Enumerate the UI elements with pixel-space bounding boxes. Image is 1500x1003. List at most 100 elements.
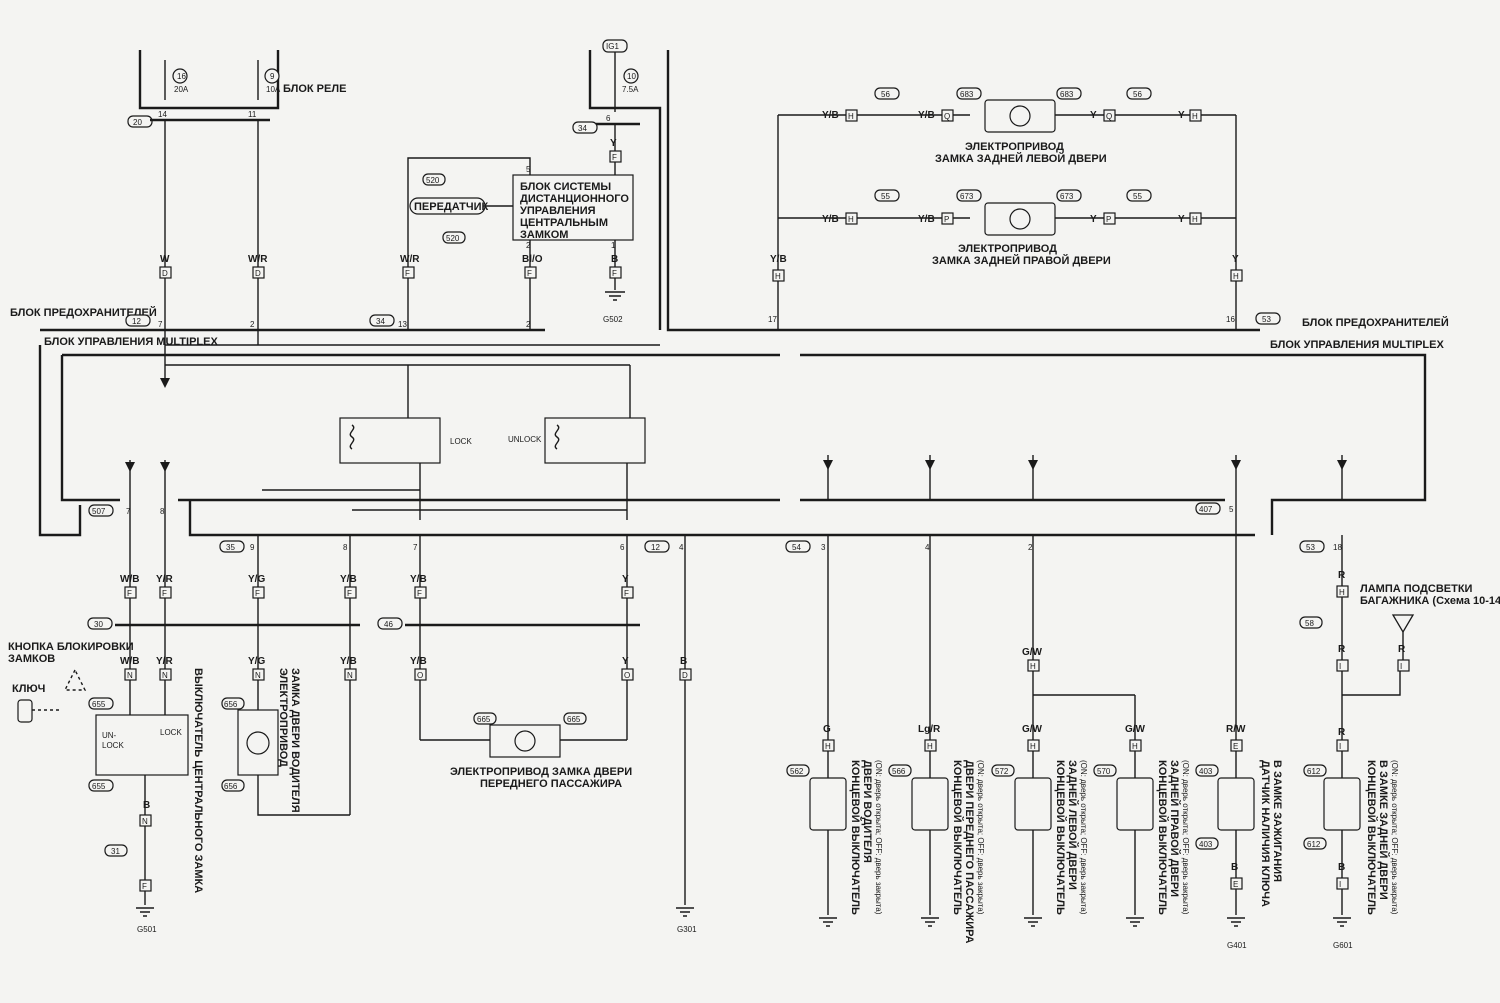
conn-566: 566 bbox=[892, 767, 906, 776]
conn-507: 507 bbox=[92, 507, 106, 516]
wire-wr: W/R bbox=[248, 254, 268, 265]
conn-612b: 612 bbox=[1307, 840, 1321, 849]
pin: 6 bbox=[606, 114, 611, 123]
terminal: H bbox=[1030, 742, 1036, 751]
terminal: F bbox=[612, 269, 617, 278]
conn-58: 58 bbox=[1305, 619, 1314, 628]
multiplex-left-label: БЛОК УПРАВЛЕНИЯ MULTIPLEX bbox=[44, 336, 218, 348]
rear-right-label-1: ЭЛЕКТРОПРИВОД bbox=[958, 243, 1057, 255]
conn-54: 54 bbox=[792, 543, 801, 552]
conn-12: 12 bbox=[132, 317, 141, 326]
wire: Y bbox=[622, 574, 629, 585]
fuse-block-left: БЛОК ПРЕДОХРАНИТЕЛЕЙ 12 34 7 2 13 2 БЛОК… bbox=[10, 306, 545, 348]
pin: 7 bbox=[126, 507, 131, 516]
wire-blo: Bl/O bbox=[522, 254, 543, 265]
conn-655: 655 bbox=[92, 700, 106, 709]
lamp-icon bbox=[1391, 614, 1415, 634]
unlock-label: UNLOCK bbox=[508, 435, 542, 444]
pin: 2 bbox=[526, 320, 531, 329]
key-sensor-label-2: В ЗАМКЕ ЗАЖИГАНИЯ bbox=[1271, 760, 1283, 882]
sw-driver-label-3: (ON: дверь открыта; OFF: дверь закрыта) bbox=[874, 760, 883, 915]
conn-35: 35 bbox=[226, 543, 235, 552]
terminal: O bbox=[417, 671, 423, 680]
terminal: D bbox=[255, 269, 261, 278]
unlock-label-small2: LOCK bbox=[102, 741, 124, 750]
sw-rear-left-label-3: (ON: дверь открыта; OFF: дверь закрыта) bbox=[1079, 760, 1088, 915]
ground-g301: G301 bbox=[677, 925, 697, 934]
pin: 8 bbox=[160, 507, 165, 516]
fuse-9-num: 9 bbox=[270, 72, 275, 81]
pin: 1 bbox=[611, 241, 616, 250]
central-lock-switch-label: ВЫКЛЮЧАТЕЛЬ ЦЕНТРАЛЬНОГО ЗАМКА bbox=[192, 668, 204, 893]
terminal: H bbox=[775, 272, 781, 281]
pin: 5 bbox=[1229, 505, 1234, 514]
sw-trunk-label-3: (ON: дверь открыта; OFF: дверь закрыта) bbox=[1390, 760, 1399, 915]
terminal: I bbox=[1339, 880, 1341, 889]
wire: Y/B bbox=[770, 254, 787, 265]
terminal: H bbox=[1192, 215, 1198, 224]
pin: 8 bbox=[343, 543, 348, 552]
wire: W/B bbox=[120, 574, 139, 585]
remote-unit-label-5: ЗАМКОМ bbox=[520, 229, 568, 241]
pin: 2 bbox=[1028, 543, 1033, 552]
pin: 14 bbox=[158, 110, 167, 119]
fuse-16-num: 16 bbox=[177, 72, 186, 81]
terminal: F bbox=[127, 589, 132, 598]
terminal: N bbox=[127, 671, 133, 680]
terminal: I bbox=[1339, 742, 1341, 751]
sw-passenger-label-3: (ON: дверь открыта; OFF: дверь закрыта) bbox=[976, 760, 985, 915]
pin: 9 bbox=[250, 543, 255, 552]
lock-button-label-2: ЗАМКОВ bbox=[8, 653, 55, 665]
pin: 7 bbox=[413, 543, 418, 552]
unlock-label-small: UN- bbox=[102, 731, 117, 740]
conn-656b: 656 bbox=[224, 782, 238, 791]
pin: 5 bbox=[526, 165, 531, 174]
conn-34: 34 bbox=[578, 124, 587, 133]
sw-rear-left-label-2: ЗАДНЕЙ ЛЕВОЙ ДВЕРИ bbox=[1066, 760, 1079, 890]
wire: Y/R bbox=[156, 656, 173, 667]
fuse-10-amp: 7.5A bbox=[622, 85, 639, 94]
sw-rear-left-label-1: КОНЦЕВОЙ ВЫКЛЮЧАТЕЛЬ bbox=[1054, 760, 1067, 915]
pin: 6 bbox=[620, 543, 625, 552]
ground-g601: G601 bbox=[1333, 941, 1353, 950]
central-lock-switch bbox=[95, 714, 189, 776]
terminal: F bbox=[417, 589, 422, 598]
terminal: N bbox=[255, 671, 261, 680]
wire: Y/B bbox=[410, 656, 427, 667]
pin: 13 bbox=[398, 320, 407, 329]
rear-right-door-switch bbox=[1116, 777, 1154, 831]
sw-trunk-label-1: КОНЦЕВОЙ ВЫКЛЮЧАТЕЛЬ bbox=[1365, 760, 1378, 915]
lock-label: LOCK bbox=[450, 437, 472, 446]
terminal: H bbox=[848, 215, 854, 224]
diode-icons bbox=[125, 460, 1347, 472]
fuse-9-amp: 10A bbox=[266, 85, 281, 94]
passenger-door-switch bbox=[911, 777, 949, 831]
terminal: Q bbox=[944, 112, 950, 121]
conn-403: 403 bbox=[1199, 767, 1213, 776]
wire: R bbox=[1338, 570, 1346, 581]
wire: G bbox=[823, 724, 831, 735]
wire-wr2: W/R bbox=[400, 254, 420, 265]
fuse-block-right: 17 16 53 БЛОК ПРЕДОХРАНИТЕЛЕЙ БЛОК УПРАВ… bbox=[666, 50, 1449, 351]
rear-door-actuators: Y/B Y/B Y Y Y/B Y/B Y Y H H Q Q P P H H … bbox=[770, 87, 1243, 330]
pin: 2 bbox=[526, 241, 531, 250]
wire: Y/B bbox=[918, 110, 935, 121]
terminal: F bbox=[142, 882, 147, 891]
ig-label: IG1 bbox=[606, 42, 619, 51]
conn-46: 46 bbox=[384, 620, 393, 629]
terminal: F bbox=[255, 589, 260, 598]
rear-left-label-2: ЗАМКА ЗАДНЕЙ ЛЕВОЙ ДВЕРИ bbox=[935, 152, 1107, 165]
wire: Lg/R bbox=[918, 724, 941, 735]
terminal: F bbox=[162, 589, 167, 598]
conn-34b: 34 bbox=[376, 317, 385, 326]
terminal: F bbox=[347, 589, 352, 598]
terminal: D bbox=[682, 671, 688, 680]
conn-673: 673 bbox=[960, 192, 974, 201]
sw-rear-right-label-3: (ON: дверь открыта; OFF: дверь закрыта) bbox=[1181, 760, 1190, 915]
terminal: P bbox=[1106, 215, 1111, 224]
terminal: N bbox=[142, 817, 148, 826]
wire: R bbox=[1398, 644, 1406, 655]
sw-rear-right-label-1: КОНЦЕВОЙ ВЫКЛЮЧАТЕЛЬ bbox=[1156, 760, 1169, 915]
trunk-lamp-label-1: ЛАМПА ПОДСВЕТКИ bbox=[1360, 583, 1473, 595]
